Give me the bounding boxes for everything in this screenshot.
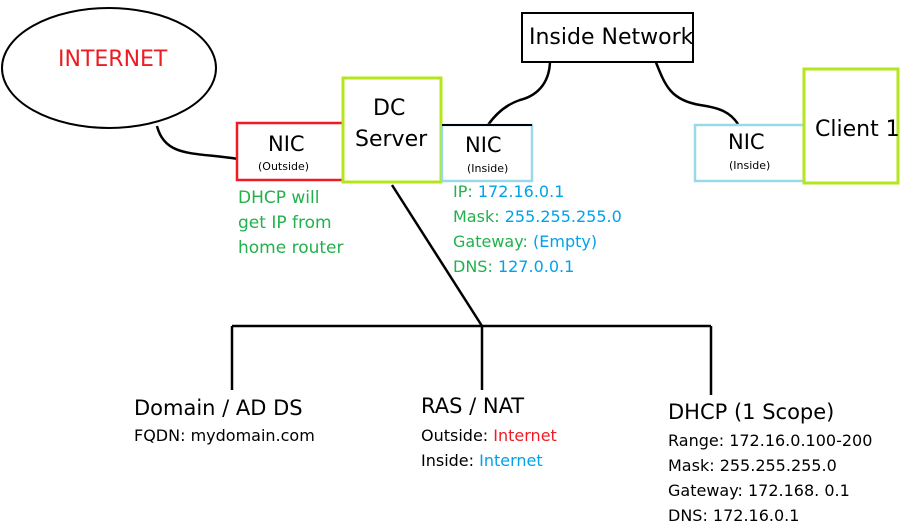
domain-fqdn: FQDN: mydomain.com <box>134 426 315 445</box>
dc-server-line1: DC <box>373 96 406 121</box>
dc-dns-row: DNS: 127.0.0.1 <box>453 259 574 275</box>
ras-title: RAS / NAT <box>421 394 525 418</box>
ras-outside-key: Outside: <box>421 426 489 445</box>
dc-to-roles-link <box>390 184 484 327</box>
dhcp-dns: DNS: 172.16.0.1 <box>668 506 800 525</box>
dhcp-note-line1: DHCP will <box>238 188 320 208</box>
dc-gateway-row: Gateway: (Empty) <box>453 234 597 250</box>
nic-inside-client-box <box>693 123 806 183</box>
client-box <box>802 67 900 185</box>
dc-dns-value: 127.0.0.1 <box>497 257 575 276</box>
ras-inside-row: Inside: Internet <box>421 453 543 469</box>
internet-to-nic-link <box>155 125 239 161</box>
dhcp-mask: Mask: 255.255.255.0 <box>668 456 837 475</box>
inside-network-box <box>521 12 694 63</box>
ras-outside-value: Internet <box>493 426 557 445</box>
nic-inside-dc-box <box>440 123 534 183</box>
dc-ip-value: 172.16.0.1 <box>477 182 565 201</box>
ras-inside-value: Internet <box>479 451 543 470</box>
domain-title: Domain / AD DS <box>134 396 303 420</box>
dc-mask-key: Mask: <box>453 207 500 226</box>
internet-label: INTERNET <box>58 47 168 72</box>
dc-gateway-value: (Empty) <box>533 232 598 251</box>
network-to-dc-nic-link <box>486 59 552 126</box>
dhcp-note-line2: get IP from <box>238 213 332 233</box>
dhcp-range: Range: 172.16.0.100-200 <box>668 431 873 450</box>
nic-inside-client-subtitle: (Inside) <box>729 159 771 172</box>
client-label: Client 1 <box>815 117 900 142</box>
network-to-client-nic-link <box>653 59 740 125</box>
dc-ip-key: IP: <box>453 182 473 201</box>
internet-ellipse <box>1 7 217 129</box>
nic-inside-dc-subtitle: (Inside) <box>467 162 509 175</box>
dc-server-line2: Server <box>355 127 428 152</box>
dhcp-note-line3: home router <box>238 238 344 258</box>
nic-inside-client-title: NIC <box>728 130 765 154</box>
nic-outside-box <box>235 121 345 182</box>
inside-network-label: Inside Network <box>529 25 694 50</box>
dc-mask-row: Mask: 255.255.255.0 <box>453 209 622 225</box>
dc-dns-key: DNS: <box>453 257 493 276</box>
ras-outside-row: Outside: Internet <box>421 428 557 444</box>
nic-inside-dc-title: NIC <box>465 133 502 157</box>
dhcp-title: DHCP (1 Scope) <box>668 400 835 424</box>
nic-outside-subtitle: (Outside) <box>258 160 310 173</box>
dc-gateway-key: Gateway: <box>453 232 528 251</box>
dc-mask-value: 255.255.255.0 <box>504 207 622 226</box>
ras-inside-key: Inside: <box>421 451 475 470</box>
nic-outside-title: NIC <box>268 132 305 156</box>
dc-ip-row: IP: 172.16.0.1 <box>453 184 564 200</box>
dhcp-gateway: Gateway: 172.168. 0.1 <box>668 481 850 500</box>
